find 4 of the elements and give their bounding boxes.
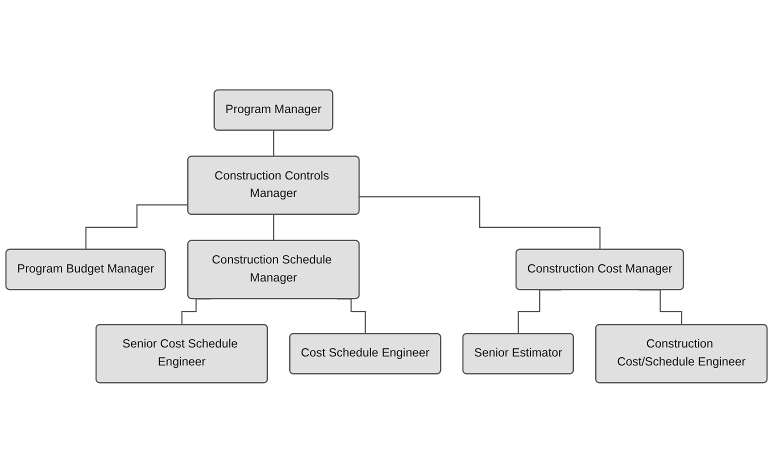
connector <box>85 204 188 250</box>
connector <box>359 196 601 250</box>
connector <box>273 214 274 242</box>
connector <box>273 130 274 157</box>
